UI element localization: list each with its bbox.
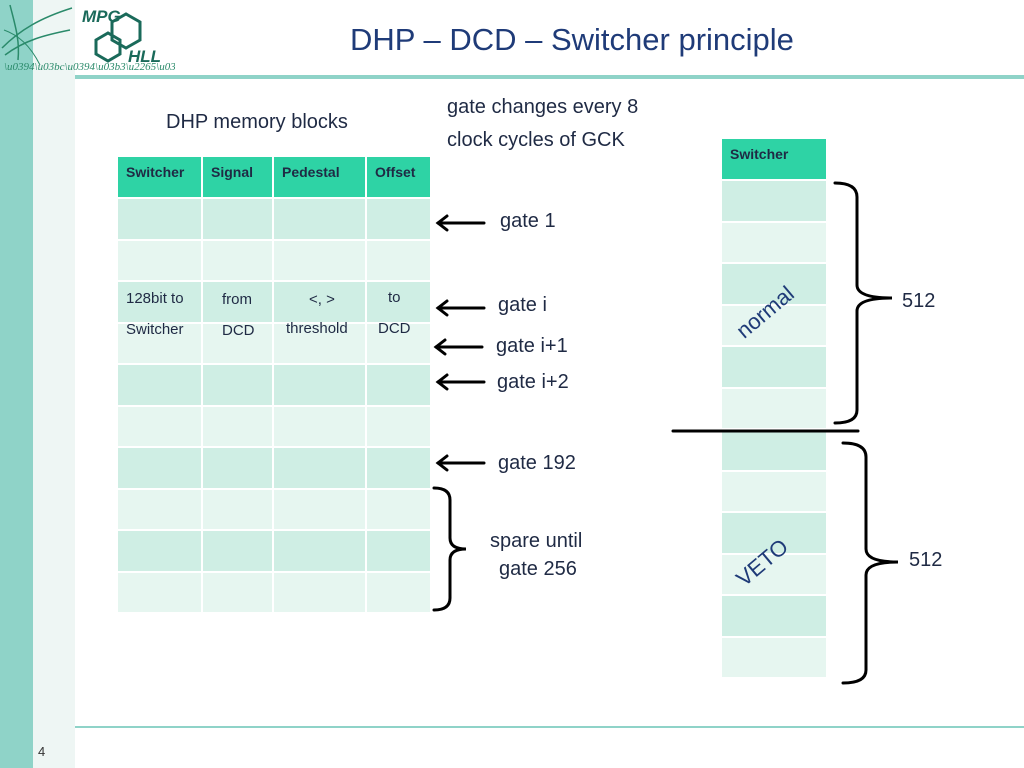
table-cell: [203, 199, 272, 239]
switcher-cell: [722, 471, 826, 511]
arrow-gate-i-icon: [435, 299, 486, 317]
switcher-cell: [722, 637, 826, 677]
table-cell: [203, 282, 272, 322]
table-cell: [118, 531, 201, 571]
switcher-cell: [722, 596, 826, 636]
table-cell: [274, 323, 365, 363]
switcher-cell: [722, 181, 826, 221]
pedestal-content-line1: <, >: [309, 291, 335, 308]
switcher-cell: [722, 264, 826, 304]
arrow-gate-i1-icon: [433, 338, 484, 356]
table-cell: [203, 240, 272, 280]
table-cell: [367, 572, 430, 612]
gate-i1-label: gate i+1: [496, 335, 568, 357]
table-cell: [203, 572, 272, 612]
spare-label-line1: spare until: [490, 530, 583, 552]
title-divider: [75, 75, 1024, 79]
arrow-gate-1-icon: [435, 214, 486, 232]
brace-spare-icon: [432, 486, 467, 612]
table-cell: [367, 199, 430, 239]
svg-text:\u0394\u03bc\u0394\u03b3\u2265: \u0394\u03bc\u0394\u03b3\u2265\u03b2\u03…: [4, 61, 175, 73]
table-cell: [118, 282, 201, 322]
table-cell: [203, 448, 272, 488]
column-header-switcher: Switcher: [118, 157, 201, 197]
table-cell: [118, 323, 201, 363]
gate-note-line1: gate changes every 8: [447, 96, 639, 118]
signal-content-line1: from: [222, 291, 252, 308]
brace-normal-icon: [833, 181, 893, 425]
brace-veto-icon: [841, 441, 899, 685]
switcher-content-line1: 128bit to: [126, 290, 184, 307]
table-cell: [118, 240, 201, 280]
logo-graphic: \u0394\u03bc\u0394\u03b3\u2265\u03b2\u03…: [1, 4, 217, 73]
switcher-cell: [722, 222, 826, 262]
page-number: 4: [38, 744, 46, 759]
column-header-offset: Offset: [367, 157, 430, 197]
column-header-signal: Signal: [203, 157, 272, 197]
gate-i-label: gate i: [498, 294, 547, 316]
table-cell: [274, 199, 365, 239]
switcher-cell: [722, 347, 826, 387]
table-cell: [274, 448, 365, 488]
table-cell: [203, 489, 272, 529]
table-cell: [367, 282, 430, 322]
memory-blocks-heading: DHP memory blocks: [166, 111, 348, 133]
table-cell: [203, 531, 272, 571]
count-normal: 512: [902, 290, 936, 312]
table-cell: [118, 489, 201, 529]
table-cell: [274, 282, 365, 322]
table-cell: [203, 323, 272, 363]
table-cell: [274, 240, 365, 280]
table-cell: [118, 199, 201, 239]
table-cell: [367, 448, 430, 488]
switcher-cell: [722, 430, 826, 470]
column-header-pedestal: Pedestal: [274, 157, 365, 197]
table-cell: [367, 240, 430, 280]
arrow-gate-i2-icon: [435, 373, 486, 391]
offset-content-line2: DCD: [378, 320, 411, 337]
offset-content-line1: to: [388, 289, 401, 306]
table-cell: [367, 489, 430, 529]
table-cell: [203, 406, 272, 446]
table-cell: [274, 531, 365, 571]
table-cell: [367, 531, 430, 571]
switcher-cell: [722, 388, 826, 428]
table-cell: [367, 323, 430, 363]
table-cell: [274, 365, 365, 405]
logo: \u0394\u03bc\u0394\u03b3\u2265\u03b2\u03…: [0, 0, 217, 78]
switcher-column-header: Switcher: [722, 139, 826, 179]
signal-content-line2: DCD: [222, 322, 255, 339]
switcher-cell: [722, 554, 826, 594]
table-cell: [118, 406, 201, 446]
switcher-cell: [722, 305, 826, 345]
gate-192-label: gate 192: [498, 452, 576, 474]
count-veto: 512: [909, 549, 943, 571]
table-cell: [367, 406, 430, 446]
sidebar-inner-band: [33, 0, 75, 768]
arrow-gate-192-icon: [435, 454, 486, 472]
switcher-cell: [722, 513, 826, 553]
table-cell: [118, 448, 201, 488]
sidebar-band: [0, 0, 33, 768]
table-cell: [274, 489, 365, 529]
table-cell: [118, 365, 201, 405]
table-cell: [367, 365, 430, 405]
spare-label-line2: gate 256: [499, 558, 577, 580]
slide-title: DHP – DCD – Switcher principle: [350, 22, 794, 57]
gate-i2-label: gate i+2: [497, 371, 569, 393]
svg-text:HLL: HLL: [128, 47, 161, 66]
pedestal-content-line2: threshold: [286, 320, 348, 337]
footer-divider: [75, 726, 1024, 728]
gate-1-label: gate 1: [500, 210, 556, 232]
table-cell: [274, 572, 365, 612]
table-cell: [118, 572, 201, 612]
switcher-content-line2: Switcher: [126, 321, 184, 338]
table-cell: [274, 406, 365, 446]
table-cell: [203, 365, 272, 405]
gate-note-line2: clock cycles of GCK: [447, 129, 625, 151]
